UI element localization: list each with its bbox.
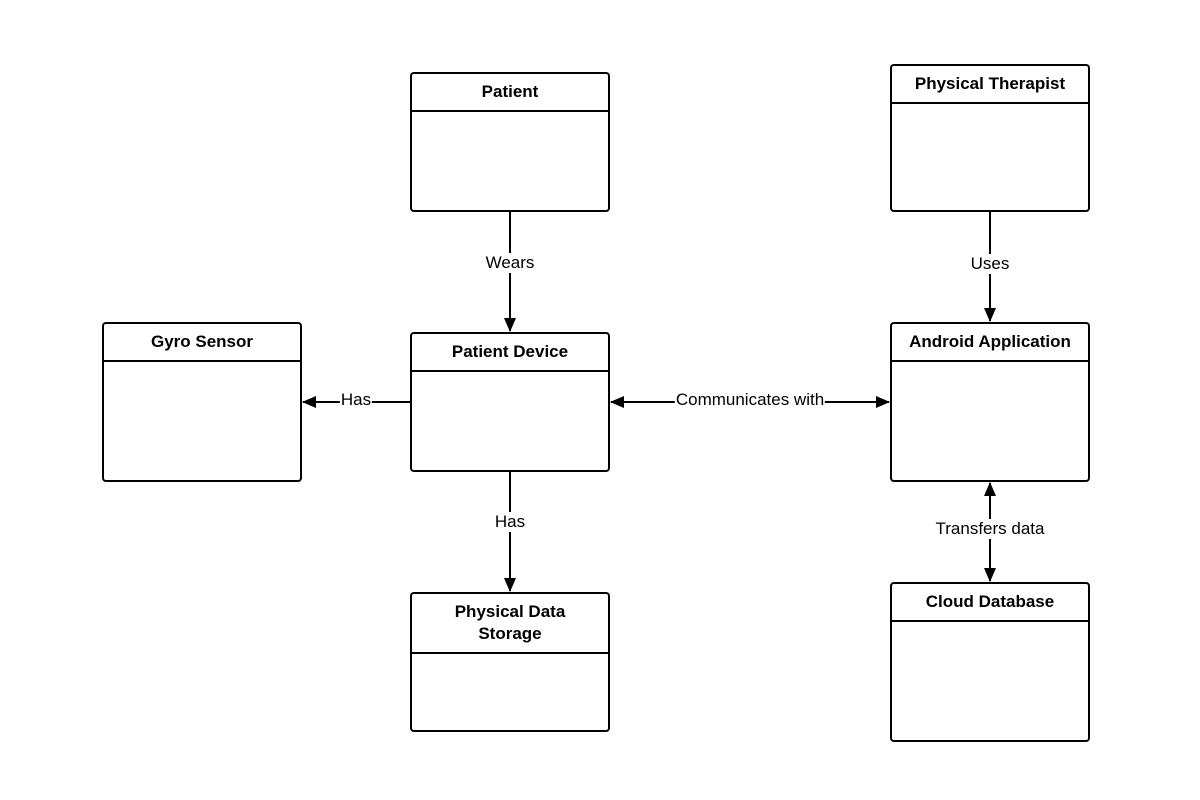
label-uses: Uses bbox=[969, 254, 1011, 274]
label-has-sensor: Has bbox=[339, 390, 373, 410]
entity-title: Patient Device bbox=[412, 334, 608, 372]
entity-title: Cloud Database bbox=[892, 584, 1088, 622]
entity-patient[interactable]: Patient bbox=[410, 72, 610, 212]
entity-title: Patient bbox=[412, 74, 608, 112]
label-wears: Wears bbox=[484, 253, 536, 273]
entity-android-application[interactable]: Android Application bbox=[890, 322, 1090, 482]
entity-title: Android Application bbox=[892, 324, 1088, 362]
entity-physical-therapist[interactable]: Physical Therapist bbox=[890, 64, 1090, 212]
entity-patient-device[interactable]: Patient Device bbox=[410, 332, 610, 472]
entity-title: Physical Data Storage bbox=[412, 594, 608, 654]
entity-gyro-sensor[interactable]: Gyro Sensor bbox=[102, 322, 302, 482]
entity-title: Physical Therapist bbox=[892, 66, 1088, 104]
label-has-storage: Has bbox=[493, 512, 527, 532]
entity-cloud-database[interactable]: Cloud Database bbox=[890, 582, 1090, 742]
entity-title: Gyro Sensor bbox=[104, 324, 300, 362]
label-transfers-data: Transfers data bbox=[934, 519, 1046, 539]
entity-physical-data-storage[interactable]: Physical Data Storage bbox=[410, 592, 610, 732]
label-communicates-with: Communicates with bbox=[674, 390, 826, 410]
